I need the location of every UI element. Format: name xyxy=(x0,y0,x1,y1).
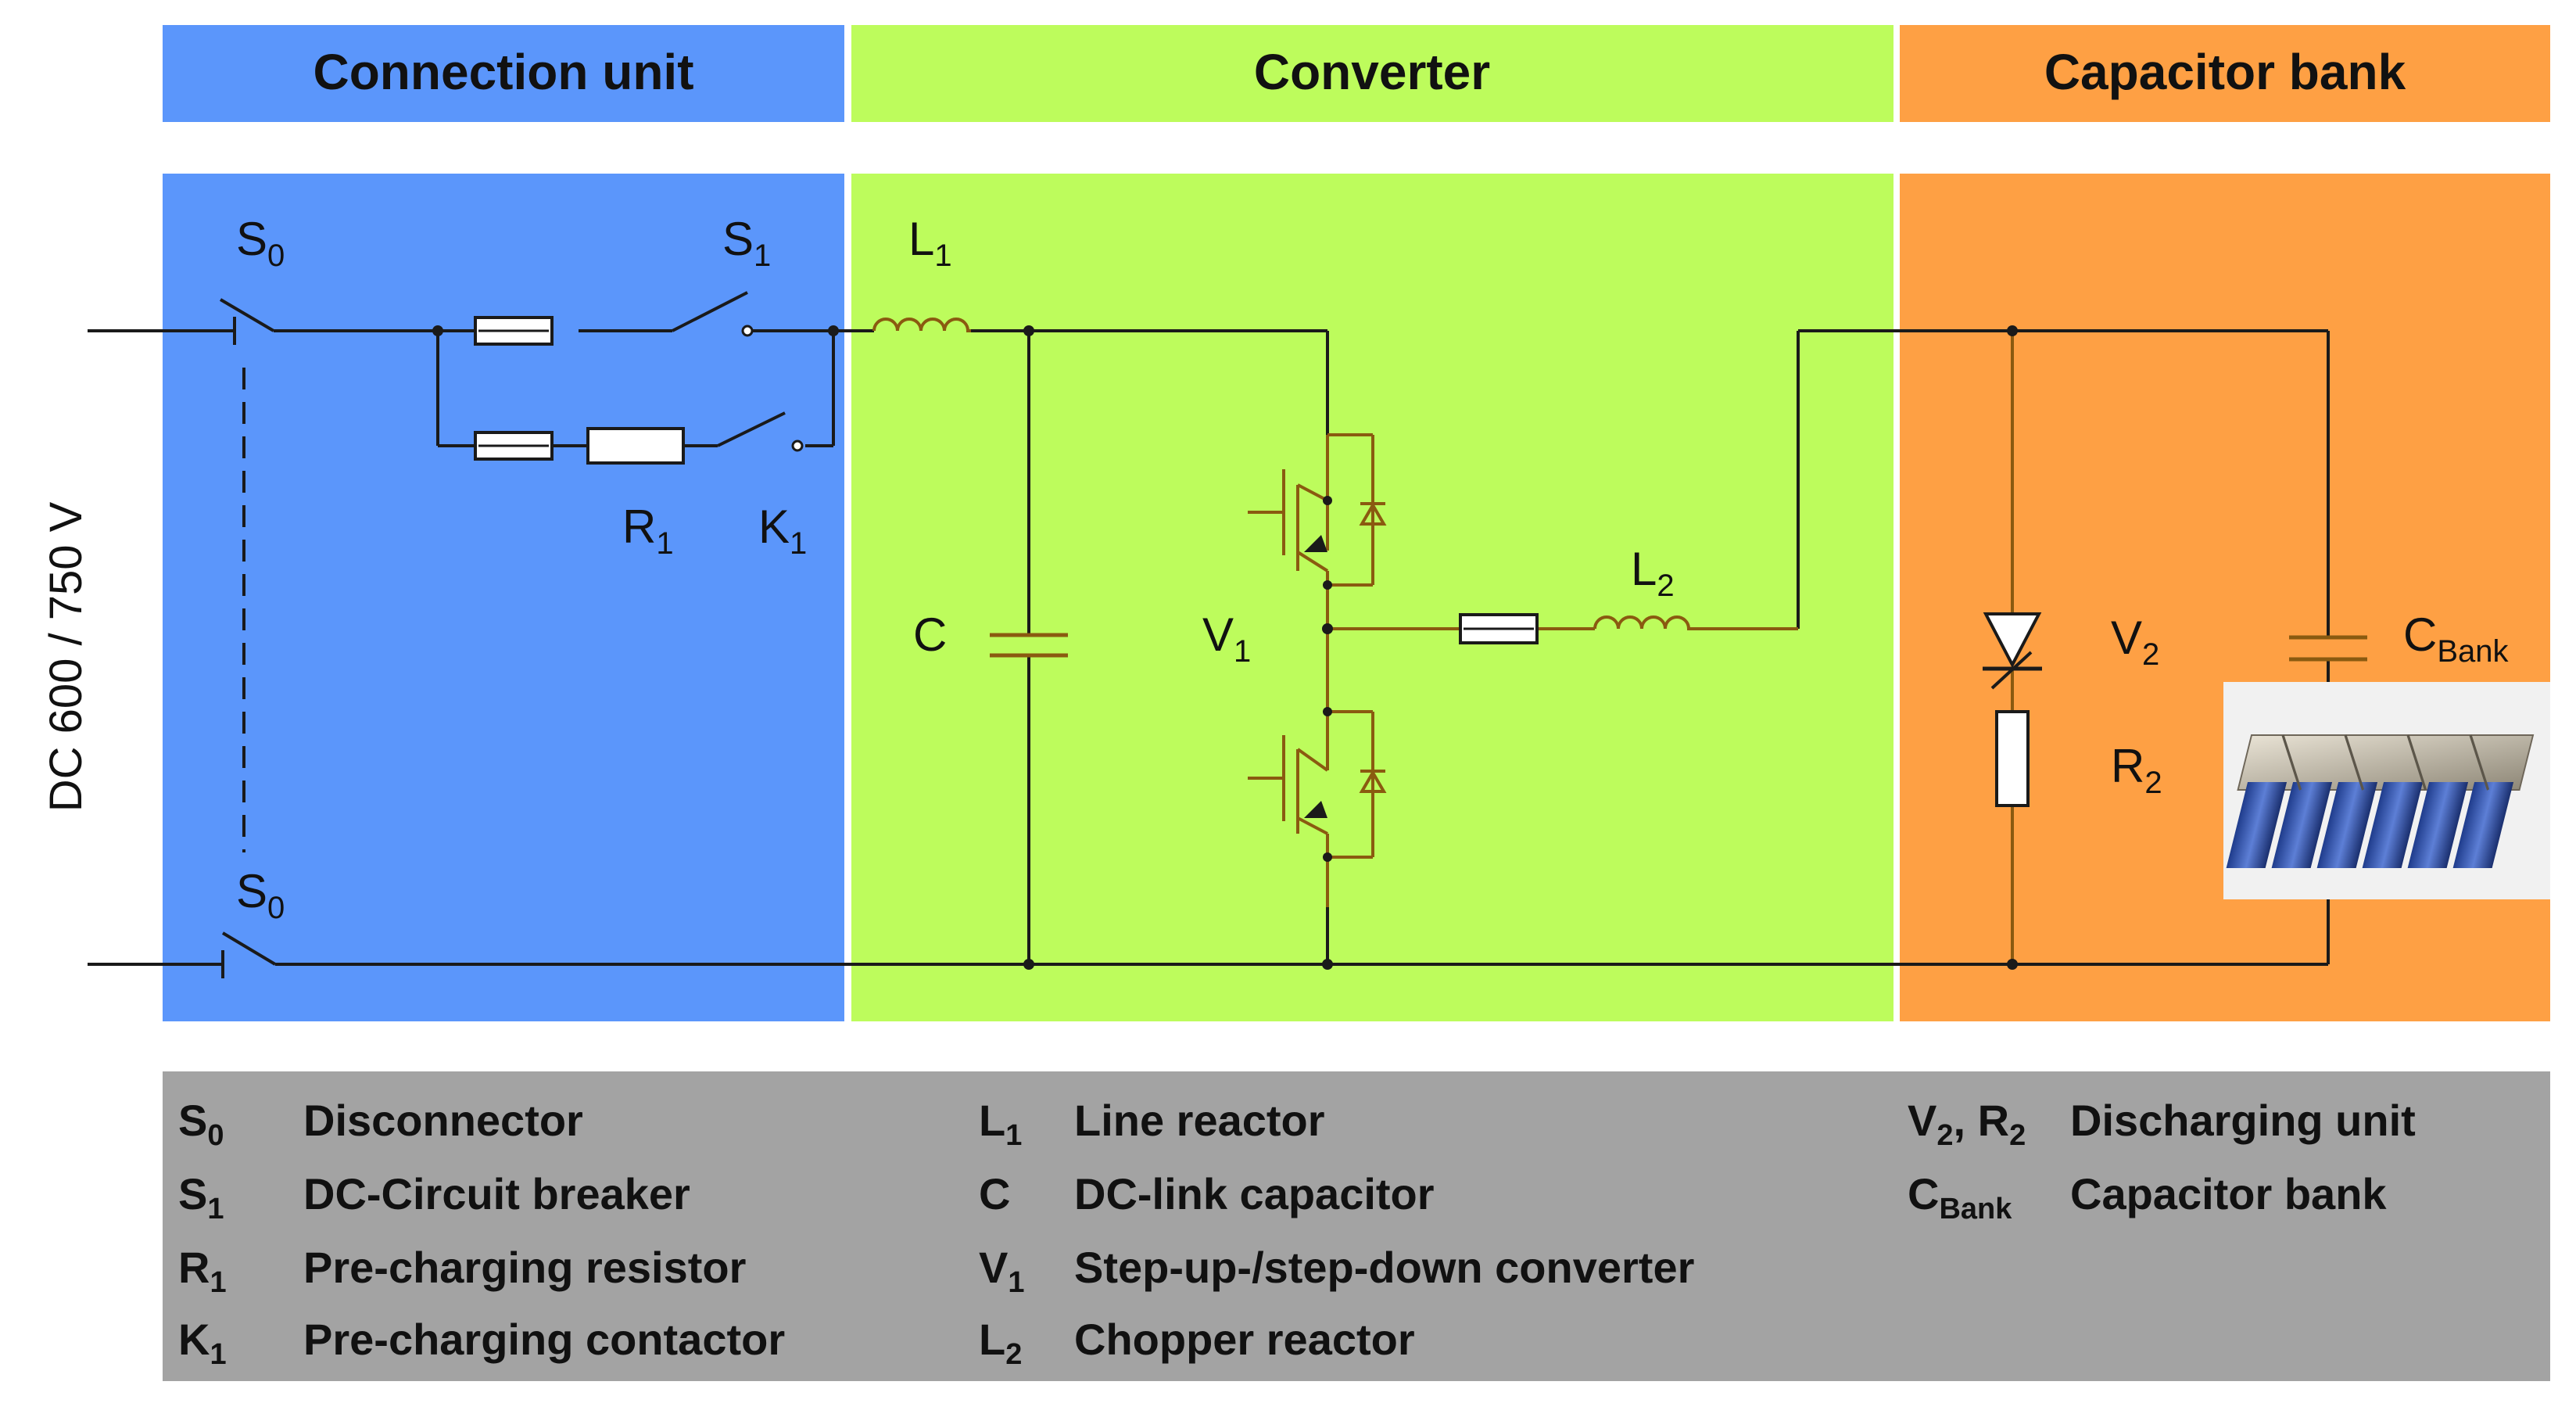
header-converter xyxy=(851,25,1893,122)
legend-symbol: CBank xyxy=(1908,1169,2012,1225)
label-c: C xyxy=(913,608,947,661)
label-v2: V2 xyxy=(2111,612,2159,672)
inductor-l1-icon xyxy=(872,318,971,332)
legend-panel xyxy=(163,1071,2550,1381)
legend-description: Chopper reactor xyxy=(1074,1315,1415,1364)
label-l1: L1 xyxy=(908,213,952,273)
legend-description: Line reactor xyxy=(1074,1096,1325,1145)
thyristor-v2-icon xyxy=(1983,612,2042,690)
label-s0-top: S0 xyxy=(236,213,285,273)
label-r2: R2 xyxy=(2111,740,2162,800)
v1-lower-emitter-arrow-icon xyxy=(1304,801,1327,818)
inductor-l2-icon xyxy=(1593,615,1692,630)
legend-description: Pre-charging resistor xyxy=(303,1243,746,1292)
legend-description: Discharging unit xyxy=(2070,1096,2416,1145)
wiring-brown xyxy=(1248,331,2014,964)
label-r1: R1 xyxy=(622,501,674,561)
panel-converter xyxy=(851,174,1893,1021)
supply-voltage-label: DC 600 / 750 V xyxy=(41,501,91,812)
resistor-r2-icon xyxy=(1995,710,2030,807)
legend-symbol: S0 xyxy=(178,1096,224,1152)
legend-description: Step-up-/step-down converter xyxy=(1074,1243,1694,1292)
legend-symbol: C xyxy=(979,1169,1010,1218)
header-connection-unit xyxy=(163,25,844,122)
wiring-black xyxy=(88,291,2330,978)
legend-symbol: S1 xyxy=(178,1169,224,1225)
resistor-r1-icon xyxy=(586,427,685,465)
k1-contact-icon xyxy=(791,440,804,452)
section-title-capacitor-bank: Capacitor bank xyxy=(2044,44,2406,100)
legend-symbol: V2, R2 xyxy=(1908,1096,2026,1152)
legend-symbol: L1 xyxy=(979,1096,1022,1152)
section-title-converter: Converter xyxy=(1254,44,1490,100)
legend-symbol: R1 xyxy=(178,1243,227,1299)
capacitor-c-icon xyxy=(990,633,1068,658)
panel-connection-unit xyxy=(163,174,844,1021)
label-s1: S1 xyxy=(722,213,771,273)
s1-contact-icon xyxy=(741,325,754,337)
label-cbank: CBank xyxy=(2403,608,2510,669)
label-v1: V1 xyxy=(1202,608,1251,669)
legend-description: Capacitor bank xyxy=(2070,1169,2387,1218)
label-s0-bottom: S0 xyxy=(236,865,285,925)
section-title-connection-unit: Connection unit xyxy=(313,44,693,100)
legend-description: DC-link capacitor xyxy=(1074,1169,1435,1218)
v1-upper-emitter-arrow-icon xyxy=(1304,535,1327,552)
junction-dots xyxy=(432,325,2018,970)
v1-lower-diode-icon xyxy=(1359,770,1387,793)
legend-description: Pre-charging contactor xyxy=(303,1315,785,1364)
legend-description: DC-Circuit breaker xyxy=(303,1169,690,1218)
label-l2: L2 xyxy=(1631,543,1675,603)
label-k1: K1 xyxy=(758,501,807,561)
header-capacitor-bank xyxy=(1900,25,2550,122)
legend-description: Disconnector xyxy=(303,1096,583,1145)
legend-symbol: K1 xyxy=(178,1315,227,1371)
capacitor-bank-icon xyxy=(2289,635,2367,662)
v1-upper-diode-icon xyxy=(1359,502,1387,526)
legend-symbol: L2 xyxy=(979,1315,1022,1371)
capacitor-bank-photo xyxy=(2223,682,2550,899)
legend-symbol: V1 xyxy=(979,1243,1025,1299)
